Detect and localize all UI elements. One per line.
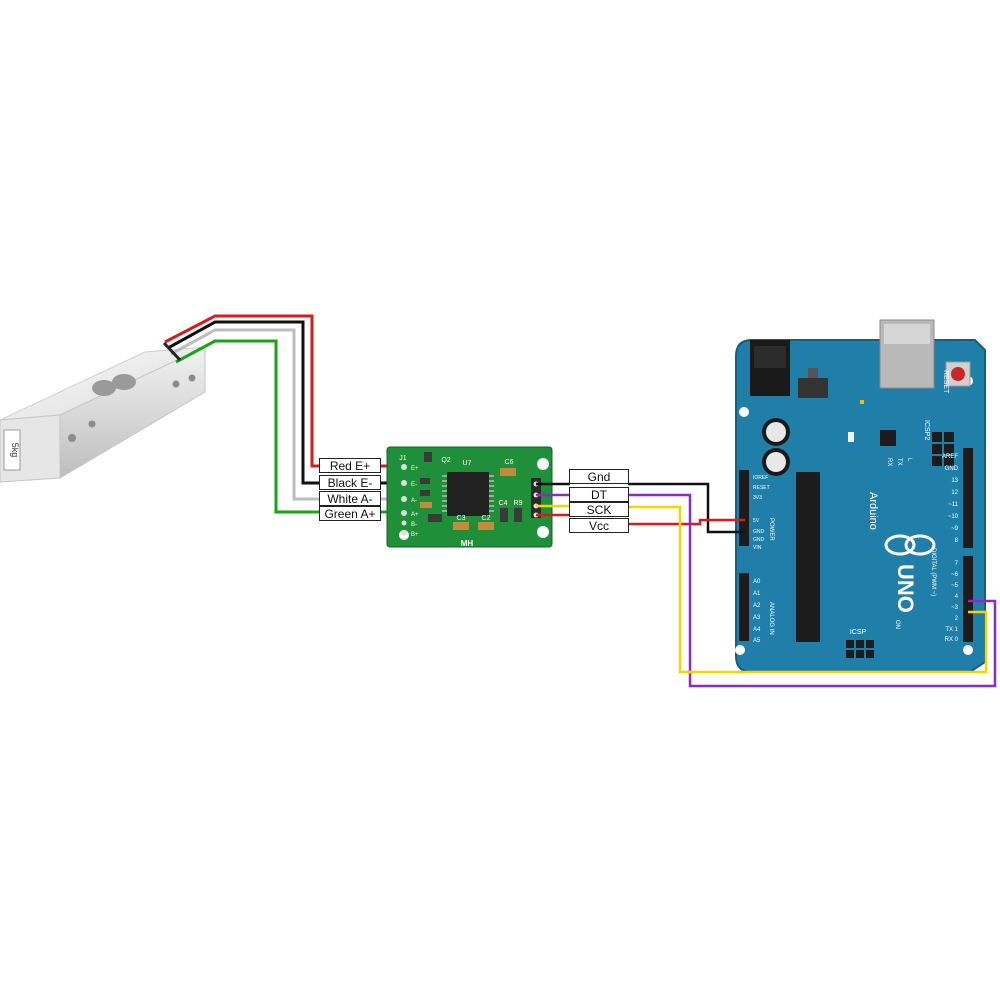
svg-text:TX 1: TX 1 (945, 627, 958, 633)
arduino-logo (884, 534, 936, 556)
svg-text:7: 7 (955, 561, 959, 567)
capacity-sticker (3, 429, 21, 471)
vcc-wire (628, 518, 745, 526)
svg-text:GND: GND (945, 466, 959, 472)
arduino-brand: Arduino (867, 492, 879, 530)
svg-text:~5: ~5 (951, 583, 959, 589)
sck-wire (628, 505, 988, 674)
icsp2-header (932, 432, 954, 466)
digital-header-bottom (963, 556, 973, 642)
load-cell: 5kg (0, 346, 206, 483)
silk-c2: C2 (482, 515, 491, 522)
svg-text:A1: A1 (753, 591, 761, 597)
svg-text:12: 12 (951, 490, 958, 496)
svg-text:3V3: 3V3 (753, 495, 762, 501)
analog-header (739, 573, 749, 641)
svg-text:IOREF: IOREF (753, 475, 768, 481)
silk-c4: C4 (499, 500, 508, 507)
svg-text:AREF: AREF (942, 454, 958, 460)
label-vcc: Vcc (569, 518, 629, 533)
arduino-board: RESET ICSP2 ICSP RX TX L ON Arduino UN (735, 319, 986, 673)
silk-r9: R9 (514, 500, 523, 507)
hx711-pin-silk: E+ E- A- A+ B- B+ (411, 466, 419, 538)
svg-text:A5: A5 (753, 638, 761, 644)
silk-c6: C6 (505, 459, 514, 466)
arduino-model: UNO (893, 564, 918, 613)
svg-text:5V: 5V (753, 518, 760, 524)
hx711-board: U7 Q2 C6 C3 C2 C4 R9 J1 E+ E- A- A+ B- B… (386, 446, 553, 548)
svg-text:4: 4 (955, 594, 959, 600)
silk-pin-e-minus: E- (411, 482, 417, 488)
hx711-chip (447, 472, 489, 516)
analog-header-label: ANALOG IN (768, 602, 774, 635)
svg-text:GND: GND (753, 529, 765, 535)
silk-pin-a-plus: A+ (411, 512, 419, 518)
svg-text:A3: A3 (753, 615, 761, 621)
icsp2-label: ICSP2 (923, 420, 930, 440)
svg-text:RESET: RESET (753, 485, 770, 491)
svg-text:GND: GND (753, 537, 765, 543)
reset-label: RESET (942, 370, 949, 394)
digital-pin-labels: AREF GND 13 12 ~11 ~10 ~9 8 7 ~6 ~5 4 ~3… (942, 454, 959, 643)
power-header (739, 470, 749, 546)
svg-text:~9: ~9 (951, 526, 959, 532)
dt-wire (628, 493, 997, 688)
hx711-marking: MH (461, 539, 474, 548)
icsp-label: ICSP (850, 629, 867, 636)
hx711-output-stubs (536, 482, 570, 517)
power-pin-labels: IOREF RESET 3V3 5V GND GND VIN (753, 475, 770, 551)
connection-wires (628, 482, 997, 688)
atmega-chip (796, 472, 820, 642)
analog-pin-labels: A0 A1 A2 A3 A4 A5 (753, 579, 761, 644)
svg-text:~6: ~6 (951, 572, 959, 578)
silk-pin-b-minus: B- (411, 522, 417, 528)
power-header-label: POWER (768, 518, 774, 541)
silk-pin-e-plus: E+ (411, 466, 419, 472)
svg-text:13: 13 (951, 478, 958, 484)
capacity-label: 5kg (10, 443, 20, 458)
label-green-a-plus: Green A+ (319, 506, 381, 521)
reset-button-cap (951, 367, 965, 381)
tx-label: TX (896, 458, 902, 466)
label-white-a-minus: White A- (319, 491, 381, 506)
digital-header-label: DIGITAL (PWM ~) (930, 548, 936, 596)
svg-text:A2: A2 (753, 603, 761, 609)
silk-c3: C3 (457, 515, 466, 522)
svg-text:VIN: VIN (753, 545, 762, 551)
rx-label: RX (886, 458, 892, 466)
label-black-e-minus: Black E- (319, 475, 381, 490)
svg-text:A4: A4 (753, 627, 761, 633)
svg-text:~10: ~10 (948, 514, 959, 520)
svg-text:~11: ~11 (948, 502, 958, 508)
silk-q2: Q2 (441, 457, 450, 464)
svg-text:2: 2 (955, 616, 959, 622)
silk-u7: U7 (463, 460, 472, 467)
gnd-wire (628, 482, 745, 534)
digital-header-top (963, 448, 973, 548)
label-sck: SCK (569, 502, 629, 517)
icsp-header (846, 640, 874, 658)
svg-text:8: 8 (955, 538, 959, 544)
l-label: L (906, 458, 912, 462)
svg-text:RX 0: RX 0 (945, 637, 959, 643)
label-dt: DT (569, 487, 629, 502)
green-wire (175, 339, 388, 514)
silk-pin-a-minus: A- (411, 498, 417, 504)
silk-pin-b-plus: B+ (411, 532, 419, 538)
silk-j1: J1 (399, 455, 407, 462)
svg-text:~3: ~3 (951, 605, 959, 611)
hx711-left-header (401, 464, 407, 536)
svg-text:A0: A0 (753, 579, 761, 585)
on-label: ON (894, 620, 900, 629)
label-red-e-plus: Red E+ (319, 458, 381, 473)
label-gnd: Gnd (569, 469, 629, 484)
